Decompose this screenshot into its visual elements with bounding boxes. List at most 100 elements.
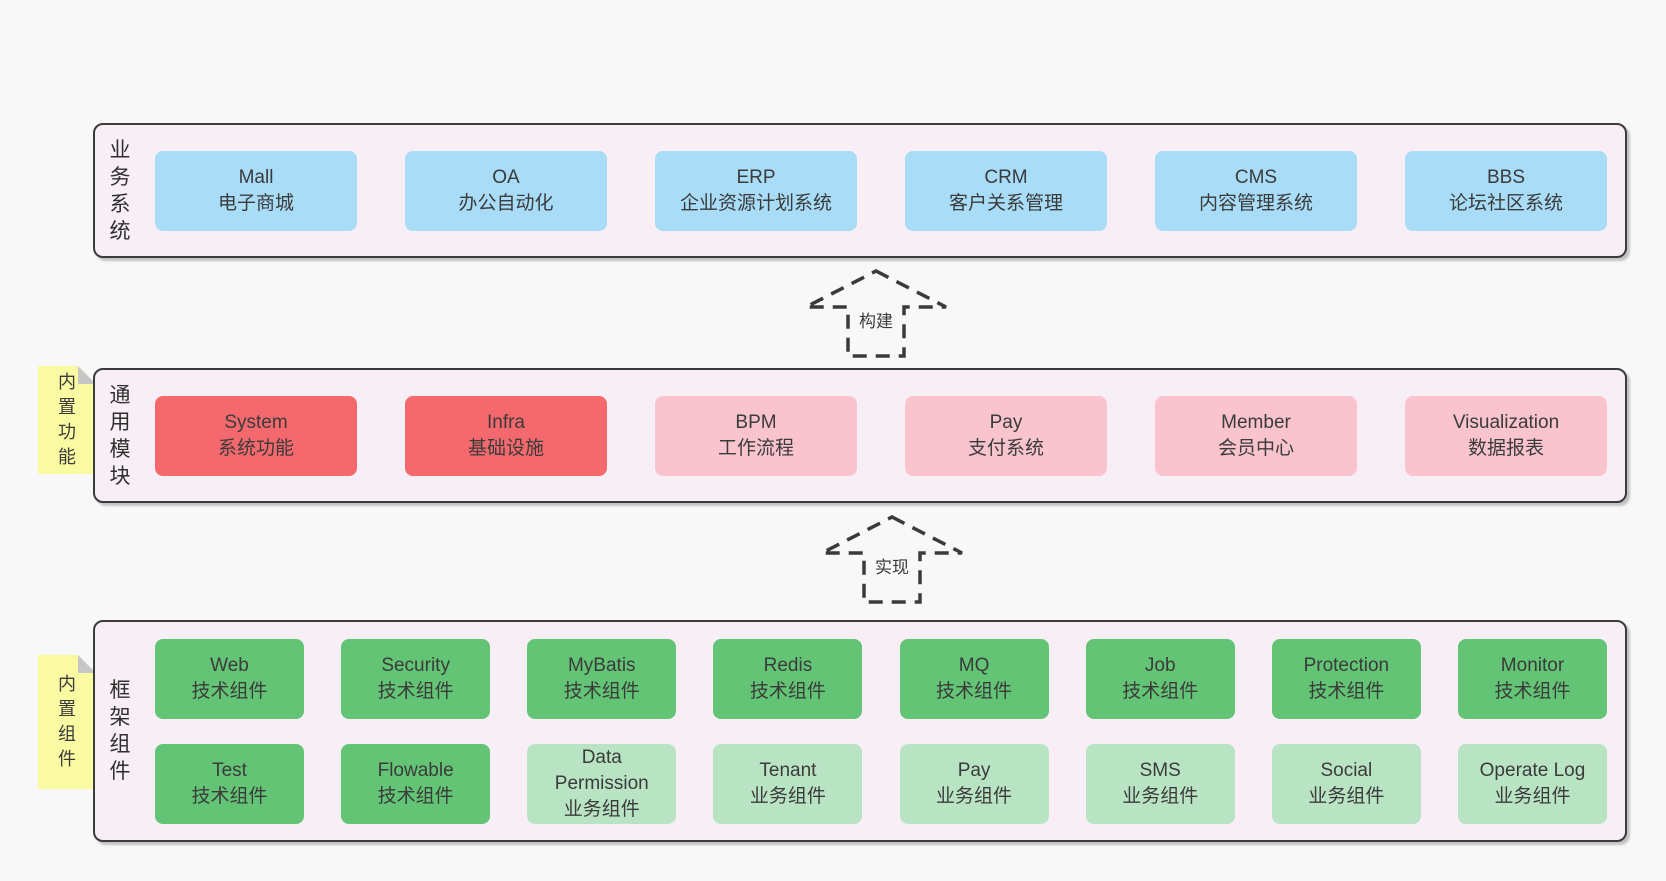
box-subtitle: 技术组件: [563, 680, 640, 702]
box-title: MQ: [958, 654, 990, 676]
box-subtitle: 基础设施: [467, 437, 544, 459]
box-visualization: Visualization 数据报表: [1405, 395, 1607, 476]
box-subtitle: 工作流程: [717, 437, 794, 459]
box-title: Tenant: [759, 759, 817, 781]
box-subtitle: 技术组件: [191, 785, 268, 807]
box-title: Operate Log: [1479, 759, 1586, 781]
box-subtitle: 技术组件: [191, 680, 268, 702]
box-row: Mall 电子商城 OA 办公自动化 ERP 企业资源计划系统 CRM 客户关系管理 CMS 内容…: [155, 150, 1607, 231]
box-bbs: BBS 论坛社区系统: [1405, 150, 1607, 231]
box-mybatis: MyBatis 技术组件: [527, 638, 677, 719]
box-title: BBS: [1486, 166, 1526, 188]
box-subtitle: 企业资源计划系统: [679, 192, 832, 214]
box-operate-log: Operate Log 业务组件: [1457, 743, 1607, 824]
box-subtitle: 业务组件: [936, 785, 1013, 807]
box-title: CRM: [984, 166, 1028, 188]
box-member: Member 会员中心: [1155, 395, 1357, 476]
box-subtitle: 技术组件: [377, 785, 454, 807]
box-title: Pay: [957, 759, 991, 781]
build-arrow-label: 构建: [856, 306, 896, 333]
box-title: Monitor: [1500, 654, 1565, 676]
box-title: Data Permission: [554, 746, 649, 794]
box-flowable: Flowable 技术组件: [341, 743, 491, 824]
implement-arrow: 实现: [819, 514, 965, 606]
box-sms: SMS 业务组件: [1085, 743, 1235, 824]
box-crm: CRM 客户关系管理: [905, 150, 1107, 231]
box-tenant: Tenant 业务组件: [713, 743, 863, 824]
box-title: Test: [212, 759, 247, 781]
box-subtitle: 技术组件: [377, 680, 454, 702]
box-pay: Pay 业务组件: [899, 743, 1049, 824]
box-web: Web 技术组件: [155, 638, 304, 719]
box-title: Pay: [989, 411, 1023, 433]
box-subtitle: 业务组件: [563, 798, 640, 820]
box-subtitle: 客户关系管理: [948, 192, 1063, 214]
box-title: Member: [1221, 411, 1291, 433]
box-title: Job: [1144, 654, 1176, 676]
box-test: Test 技术组件: [155, 743, 304, 824]
box-subtitle: 支付系统: [967, 437, 1044, 459]
box-title: CMS: [1234, 166, 1278, 188]
box-protection: Protection 技术组件: [1271, 638, 1421, 719]
box-title: Mall: [238, 166, 274, 188]
box-title: OA: [492, 166, 520, 188]
note-label-built-in-features: 内置功能: [58, 372, 76, 467]
box-title: System: [224, 411, 288, 433]
box-subtitle: 会员中心: [1217, 437, 1294, 459]
box-title: Social: [1320, 759, 1373, 781]
folded-corner-icon: [78, 366, 96, 384]
sticky-note-built-in-features: 内置功能: [38, 366, 96, 474]
box-title: Web: [210, 654, 249, 676]
panel-title-common-modules: 通用模块: [109, 383, 131, 488]
box-subtitle: 数据报表: [1467, 437, 1544, 459]
box-subtitle: 业务组件: [749, 785, 826, 807]
box-subtitle: 论坛社区系统: [1448, 192, 1563, 214]
box-title: BPM: [735, 411, 777, 433]
note-label-built-in-components: 内置组件: [58, 674, 76, 769]
box-title: Infra: [486, 411, 526, 433]
box-security: Security 技术组件: [341, 638, 491, 719]
box-subtitle: 业务组件: [1494, 785, 1571, 807]
box-title: Protection: [1303, 654, 1390, 676]
box-job: Job 技术组件: [1085, 638, 1235, 719]
box-subtitle: 电子商城: [217, 192, 294, 214]
box-subtitle: 业务组件: [1122, 785, 1199, 807]
panel-title-business-systems: 业务系统: [109, 138, 131, 243]
box-mall: Mall 电子商城: [155, 150, 357, 231]
box-mq: MQ 技术组件: [899, 638, 1049, 719]
box-title: Visualization: [1452, 411, 1560, 433]
box-redis: Redis 技术组件: [713, 638, 863, 719]
box-subtitle: 技术组件: [749, 680, 826, 702]
box-pay: Pay 支付系统: [905, 395, 1107, 476]
box-data-permission: Data Permission 业务组件: [527, 743, 677, 824]
box-cms: CMS 内容管理系统: [1155, 150, 1357, 231]
box-subtitle: 办公自动化: [458, 192, 554, 214]
panel-title-framework-components: 框架组件: [109, 679, 131, 783]
dashed-up-arrow-icon: [821, 515, 963, 604]
box-subtitle: 技术组件: [1494, 680, 1571, 702]
box-subtitle: 技术组件: [936, 680, 1013, 702]
box-infra: Infra 基础设施: [405, 395, 607, 476]
box-subtitle: 技术组件: [1122, 680, 1199, 702]
box-oa: OA 办公自动化: [405, 150, 607, 231]
box-title: ERP: [736, 166, 776, 188]
box-bpm: BPM 工作流程: [655, 395, 857, 476]
box-title: Flowable: [377, 759, 454, 781]
box-title: SMS: [1139, 759, 1181, 781]
panel-business-systems: 业务系统 Mall 电子商城 OA 办公自动化 ERP 企业资源计划系统 CRM 客户关系管理…: [93, 123, 1627, 258]
box-title: MyBatis: [567, 654, 636, 676]
box-title: Redis: [763, 654, 813, 676]
box-subtitle: 技术组件: [1308, 680, 1385, 702]
box-title: Security: [381, 654, 450, 676]
box-subtitle: 内容管理系统: [1198, 192, 1313, 214]
box-erp: ERP 企业资源计划系统: [655, 150, 857, 231]
